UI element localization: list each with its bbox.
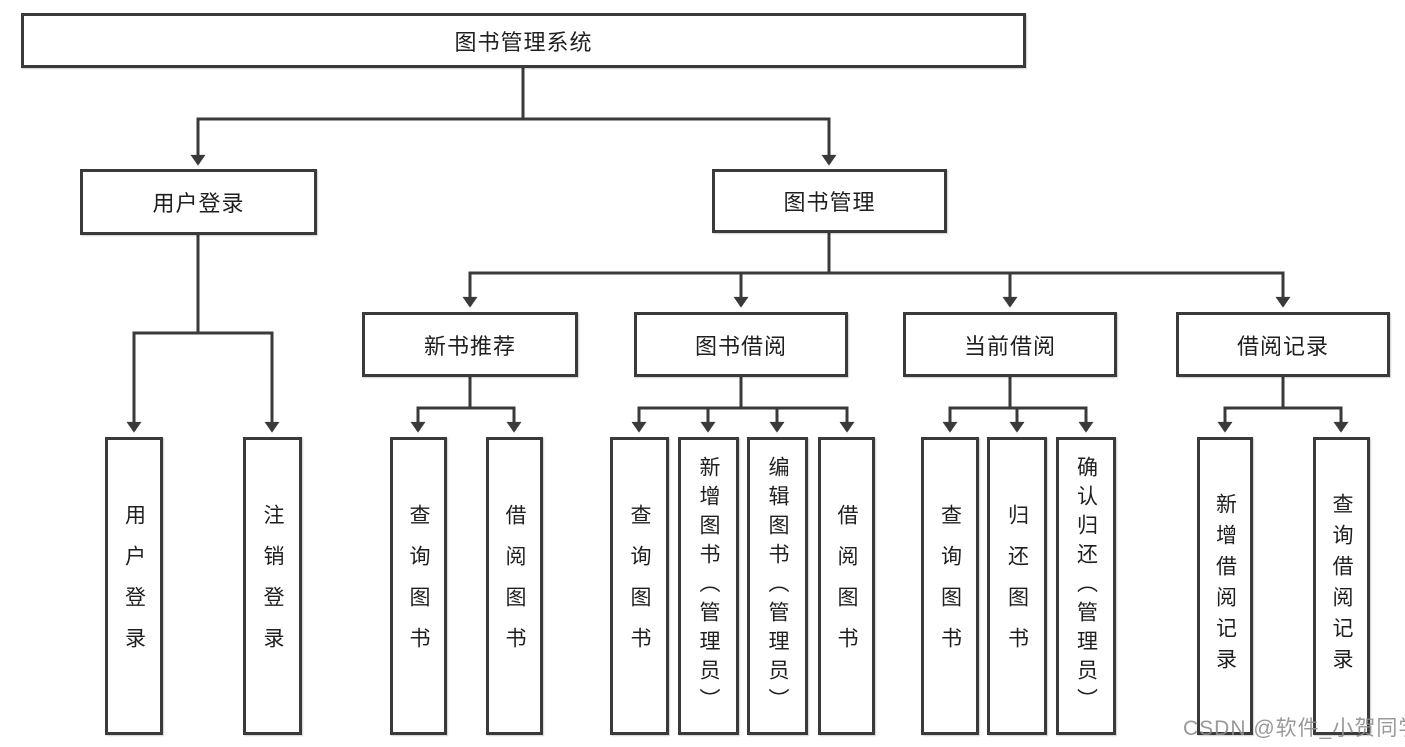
- node-label: 查询图书: [407, 504, 430, 668]
- node-label: 图书管理系统: [454, 29, 593, 55]
- leaf-current-query-book: 查询图书: [921, 437, 979, 735]
- node-label: 查询图书: [628, 504, 651, 668]
- node-label: 用户登录: [152, 191, 245, 216]
- leaf-borrow-edit-book-admin: 编辑图书（管理员）: [747, 437, 808, 735]
- node-label: 新增图书（管理员）: [697, 455, 720, 717]
- node-label: 借阅图书: [503, 504, 526, 668]
- node-label: 编辑图书（管理员）: [766, 455, 789, 717]
- leaf-current-confirm-return-admin: 确认归还（管理员）: [1056, 437, 1116, 735]
- node-label: 新书推荐: [423, 333, 516, 359]
- node-label: 用户登录: [122, 504, 146, 668]
- leaf-borrow-query-book: 查询图书: [610, 437, 669, 735]
- node-label: 新增借阅记录: [1213, 493, 1237, 679]
- node-label: 图书借阅: [694, 333, 787, 359]
- node-book-borrow: 图书借阅: [634, 312, 848, 377]
- node-library-management-system: 图书管理系统: [21, 13, 1026, 68]
- node-label: 借阅记录: [1236, 333, 1329, 359]
- leaf-user-login: 用户登录: [105, 437, 163, 735]
- node-label: 当前借阅: [963, 333, 1056, 359]
- node-user-login: 用户登录: [80, 169, 317, 235]
- node-borrow-records: 借阅记录: [1176, 312, 1390, 377]
- leaf-logout: 注销登录: [243, 437, 302, 735]
- node-label: 图书管理: [783, 190, 876, 215]
- node-label: 归还图书: [1005, 504, 1029, 668]
- watermark: CSDN @软件_小贺同学: [1183, 717, 1405, 740]
- node-new-book-recommend: 新书推荐: [362, 312, 578, 377]
- node-book-management: 图书管理: [712, 169, 947, 233]
- node-label: 注销登录: [261, 504, 284, 668]
- node-current-borrow: 当前借阅: [903, 312, 1117, 377]
- leaf-borrow-borrow-book: 借阅图书: [818, 437, 875, 735]
- leaf-borrow-add-book-admin: 新增图书（管理员）: [678, 437, 739, 735]
- leaf-records-add-record: 新增借阅记录: [1197, 437, 1253, 735]
- leaf-recommend-query-book: 查询图书: [390, 437, 447, 735]
- node-label: 查询图书: [938, 504, 962, 668]
- leaf-recommend-borrow-book: 借阅图书: [486, 437, 543, 735]
- leaf-current-return-book: 归还图书: [987, 437, 1047, 735]
- leaf-records-query-record: 查询借阅记录: [1313, 437, 1370, 735]
- node-label: 确认归还（管理员）: [1074, 455, 1098, 717]
- node-label: 查询借阅记录: [1330, 493, 1353, 679]
- node-label: 借阅图书: [835, 504, 858, 668]
